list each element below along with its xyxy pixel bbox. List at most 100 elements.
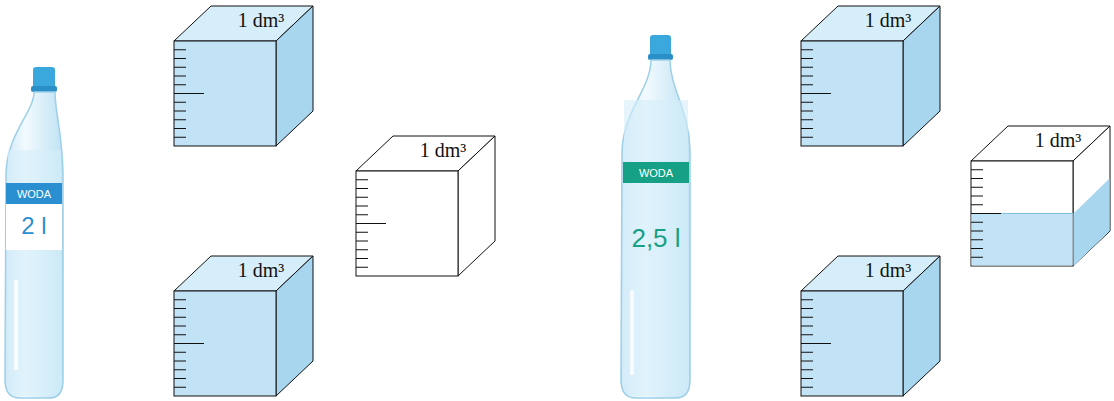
bottle-cap: [650, 35, 671, 57]
cube-front: [801, 291, 903, 396]
scale-tick: [174, 299, 186, 300]
scale-tick: [174, 308, 186, 309]
scale-tick: [971, 169, 983, 170]
volume-cube: 1 dm³: [800, 255, 941, 397]
scale-tick: [801, 326, 813, 327]
scale-tick: [971, 222, 983, 223]
scale-tick: [801, 102, 813, 103]
scale-tick: [174, 361, 186, 362]
volume-cube: 1 dm³: [800, 5, 941, 147]
scale-tick: [971, 231, 983, 232]
scale-tick: [174, 334, 186, 335]
volume-label: 1 dm³: [830, 9, 946, 32]
volume-amount: 2,5 l: [623, 183, 689, 264]
scale-tick: [356, 188, 368, 189]
scale-tick: [174, 49, 186, 50]
scale-tick: [801, 58, 813, 59]
scale-tick: [801, 93, 831, 94]
scale-tick: [356, 197, 368, 198]
scale-tick: [174, 378, 186, 379]
scale-tick: [356, 241, 368, 242]
scale-tick: [971, 257, 983, 258]
scale-tick: [174, 93, 204, 94]
scale-tick: [971, 213, 1001, 214]
scale-tick: [174, 76, 186, 77]
scale-tick: [801, 299, 813, 300]
volume-amount: 2 l: [6, 204, 62, 250]
scale-tick: [174, 111, 186, 112]
bottle-shine: [630, 290, 634, 375]
scale-tick: [174, 58, 186, 59]
volume-label: 1 dm³: [1000, 129, 1114, 152]
volume-label: 1 dm³: [385, 139, 501, 162]
cube-front: [174, 41, 276, 146]
bottle: [5, 67, 63, 398]
bottle-body: [5, 92, 63, 398]
scale-tick: [801, 128, 813, 129]
scale-tick: [971, 187, 983, 188]
scale-tick: [801, 308, 813, 309]
scale-tick: [356, 232, 368, 233]
scale-tick: [971, 196, 983, 197]
scale-tick: [801, 76, 813, 77]
water-line: [971, 213, 1073, 214]
scale-tick: [174, 102, 186, 103]
volume-cube: 1 dm³: [173, 255, 314, 397]
scale-tick: [801, 49, 813, 50]
bottle: [621, 35, 690, 398]
scale-tick: [174, 84, 186, 85]
volume-cube: 1 dm³: [355, 135, 496, 277]
scale-tick: [971, 178, 983, 179]
scale-tick: [174, 317, 186, 318]
scale-tick: [801, 387, 813, 388]
bottle-ring: [31, 86, 57, 92]
bottle-label: WODA2,5 l: [623, 162, 689, 264]
scale-tick: [356, 267, 368, 268]
scale-tick: [174, 352, 186, 353]
scale-tick: [356, 249, 368, 250]
brand-name: WODA: [6, 183, 62, 204]
scale-tick: [801, 119, 813, 120]
bottle-shine: [14, 280, 18, 370]
scale-tick: [801, 317, 813, 318]
volume-cube: 1 dm³: [970, 125, 1111, 267]
volume-label: 1 dm³: [203, 259, 319, 282]
volume-label: 1 dm³: [203, 9, 319, 32]
scale-tick: [174, 343, 204, 344]
scale-tick: [971, 239, 983, 240]
water-side: [1074, 179, 1110, 267]
scale-tick: [801, 137, 813, 138]
bottle-water: [7, 150, 62, 396]
scale-tick: [971, 204, 983, 205]
scale-tick: [174, 119, 186, 120]
scale-tick: [801, 352, 813, 353]
cube-front: [174, 291, 276, 396]
scale-tick: [801, 378, 813, 379]
bottle-water: [623, 100, 689, 396]
scale-tick: [801, 67, 813, 68]
scale-tick: [174, 387, 186, 388]
scale-tick: [801, 334, 813, 335]
scale-tick: [801, 343, 831, 344]
brand-name: WODA: [623, 162, 689, 183]
scale-tick: [801, 84, 813, 85]
volume-cube: 1 dm³: [173, 5, 314, 147]
scale-tick: [356, 223, 386, 224]
scale-tick: [174, 326, 186, 327]
scale-tick: [356, 179, 368, 180]
scale-tick: [356, 206, 368, 207]
scale-tick: [356, 214, 368, 215]
cube-front: [971, 161, 1073, 266]
volume-label: 1 dm³: [830, 259, 946, 282]
scale-tick: [801, 369, 813, 370]
cube-front: [356, 171, 458, 276]
scale-tick: [971, 248, 983, 249]
scale-tick: [174, 369, 186, 370]
scale-tick: [174, 67, 186, 68]
water-front: [972, 214, 1073, 266]
bottle-cap: [33, 67, 55, 89]
scale-tick: [174, 128, 186, 129]
cube-front: [801, 41, 903, 146]
scale-tick: [801, 111, 813, 112]
